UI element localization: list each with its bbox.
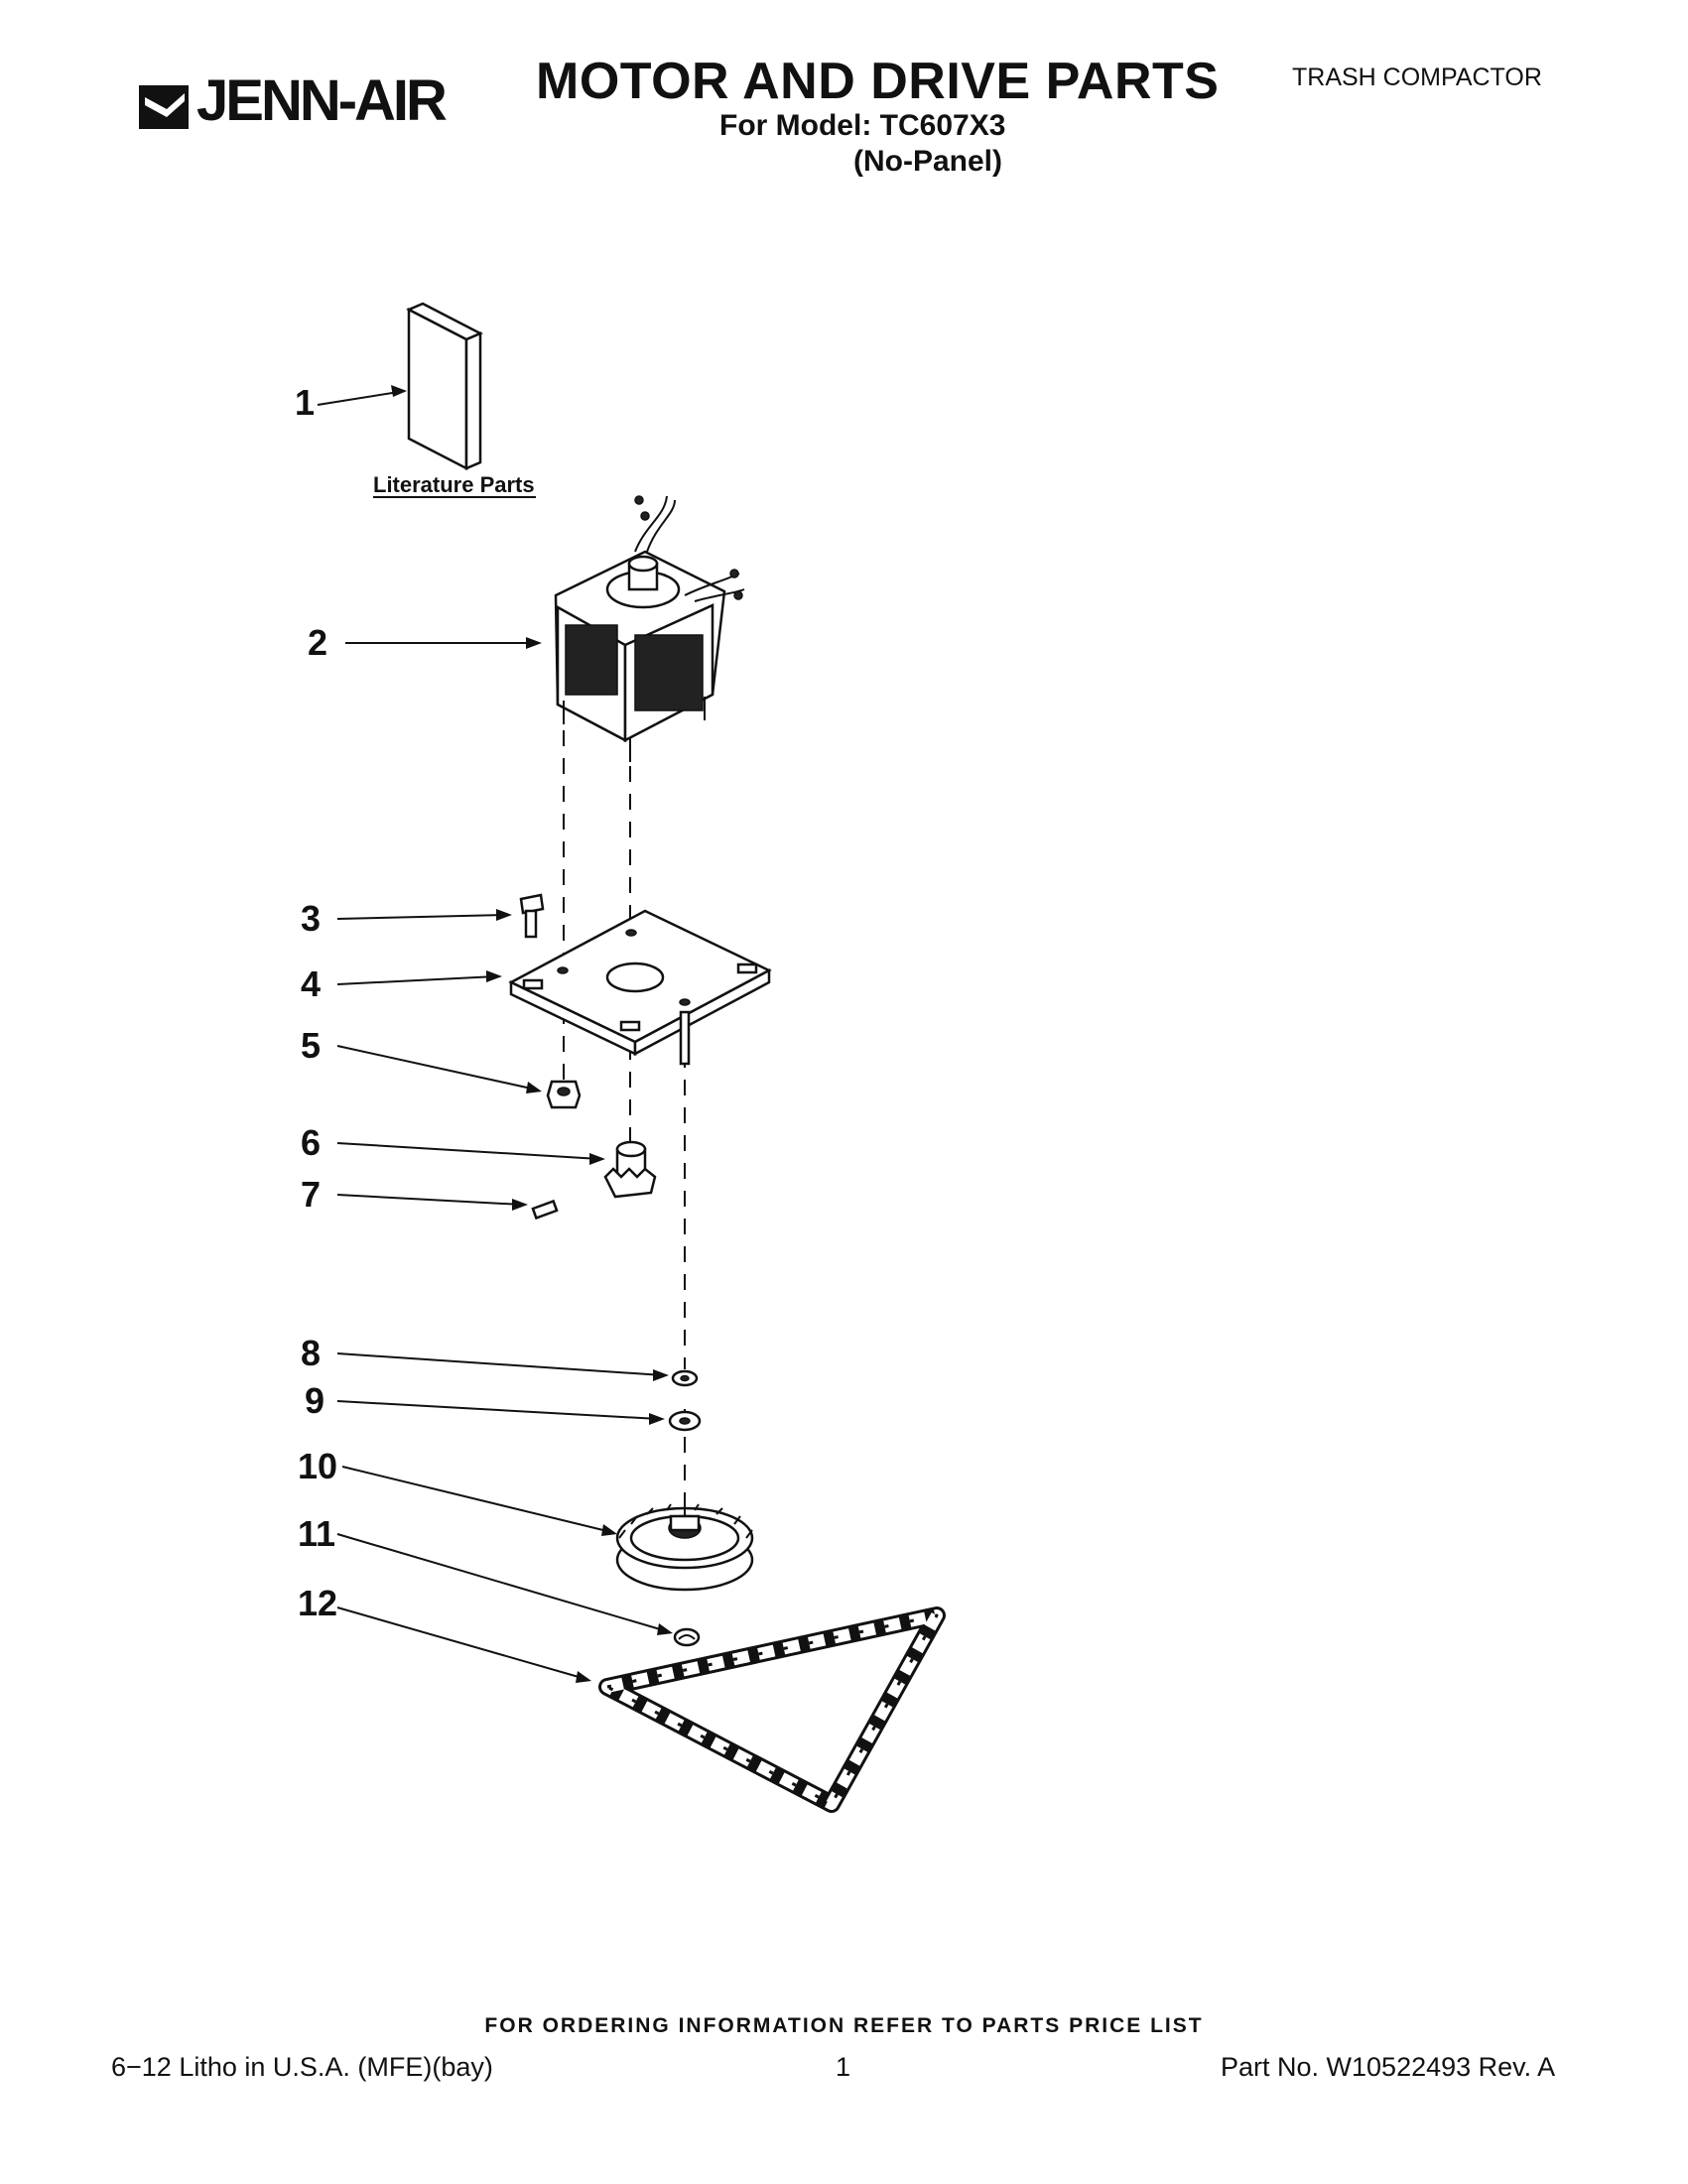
part-retaining-clip: [673, 1627, 701, 1647]
part-washer-small: [671, 1369, 699, 1387]
jenn-air-logo-icon: [139, 85, 189, 129]
callout-11: 11: [298, 1513, 335, 1554]
product-category: TRASH COMPACTOR: [1292, 64, 1542, 91]
page-title: MOTOR AND DRIVE PARTS: [536, 53, 1220, 110]
part-number: Part No. W10522493 Rev. A: [1221, 2052, 1556, 2082]
part-drive-sprocket: [615, 1498, 754, 1592]
callout-7: 7: [301, 1174, 321, 1215]
part-washer-large: [668, 1410, 702, 1432]
part-set-screw: [531, 1199, 559, 1220]
part-motor-bracket: [508, 909, 772, 1066]
callout-12: 12: [298, 1583, 337, 1623]
callout-2: 2: [308, 622, 327, 663]
part-screw: [519, 893, 545, 939]
callout-4: 4: [301, 964, 321, 1004]
page-number: 1: [836, 2052, 851, 2082]
callout-10: 10: [298, 1446, 337, 1486]
callout-3: 3: [301, 898, 321, 939]
part-motor: [554, 495, 745, 762]
callout-1: 1: [295, 382, 315, 423]
callout-8: 8: [301, 1333, 321, 1373]
brand-logo: JENN-AIR: [137, 64, 474, 139]
model-variant: (No-Panel): [853, 145, 1002, 178]
litho-info: 6−12 Litho in U.S.A. (MFE)(bay): [111, 2052, 493, 2082]
callout-6: 6: [301, 1122, 321, 1163]
model-line: For Model: TC607X3: [719, 109, 1006, 142]
part-nut: [546, 1080, 582, 1109]
literature-parts-label: Literature Parts: [373, 472, 535, 497]
part-pinion-gear: [603, 1140, 657, 1199]
callout-9: 9: [305, 1380, 325, 1421]
part-drive-chain: [598, 1606, 946, 1813]
ordering-note: FOR ORDERING INFORMATION REFER TO PARTS …: [484, 2014, 1204, 2037]
leader-lines: [317, 385, 673, 1683]
part-literature-booklet: Literature Parts: [373, 302, 536, 498]
callout-5: 5: [301, 1025, 321, 1066]
brand-wordmark: JENN-AIR: [196, 68, 448, 133]
